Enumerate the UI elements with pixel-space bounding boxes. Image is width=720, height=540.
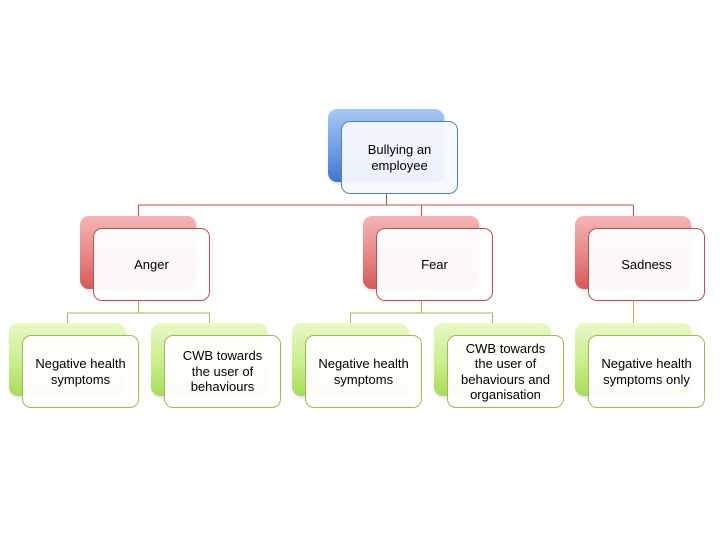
emotion-node-fear-box: Fear bbox=[376, 228, 493, 301]
outcome-node-sadness-health-box: Negative health symptoms only bbox=[588, 335, 705, 408]
root-connectors bbox=[138, 193, 634, 216]
root-node-box: Bullying an employee bbox=[341, 121, 458, 194]
emotion-connectors bbox=[67, 301, 634, 323]
root-node-label: Bullying an employee bbox=[367, 142, 432, 173]
outcome-label: CWB towards the user of behaviours bbox=[182, 348, 263, 395]
outcome-node-anger-health-box: Negative health symptoms bbox=[22, 335, 139, 408]
emotion-label-anger: Anger bbox=[134, 256, 169, 272]
emotion-node-sadness-box: Sadness bbox=[588, 228, 705, 301]
outcome-label: Negative health symptoms only bbox=[601, 356, 692, 387]
emotion-label-sadness: Sadness bbox=[621, 256, 672, 272]
outcome-node-fear-health-box: Negative health symptoms bbox=[305, 335, 422, 408]
emotion-node-anger-box: Anger bbox=[93, 228, 210, 301]
outcome-label: Negative health symptoms bbox=[35, 356, 126, 387]
outcome-node-fear-cwb-box: CWB towards the user of behaviours and o… bbox=[447, 335, 564, 408]
outcome-label: CWB towards the user of behaviours and o… bbox=[461, 340, 550, 403]
emotion-label-fear: Fear bbox=[421, 256, 448, 272]
outcome-node-anger-cwb-box: CWB towards the user of behaviours bbox=[164, 335, 281, 408]
outcome-label: Negative health symptoms bbox=[318, 356, 409, 387]
